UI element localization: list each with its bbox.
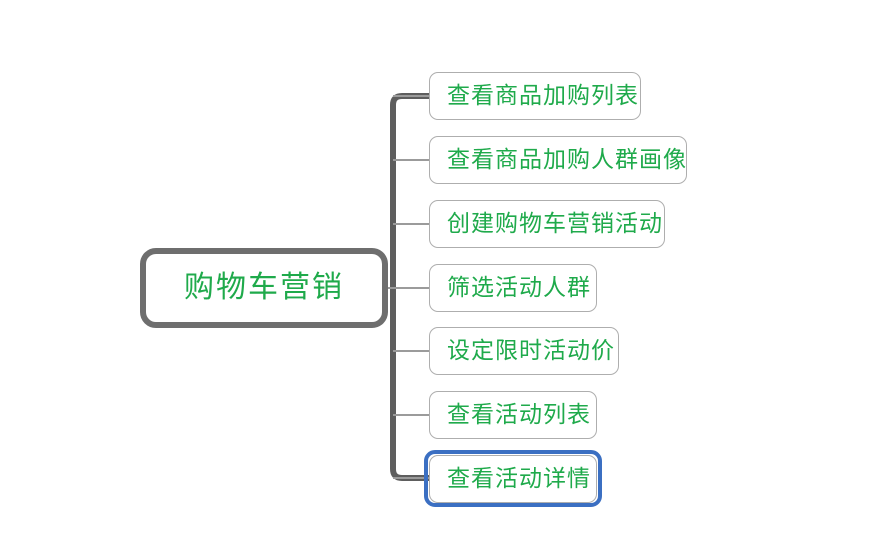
child-node-3-label: 创建购物车营销活动 <box>447 210 663 237</box>
child-node-6-label: 查看活动列表 <box>447 401 591 428</box>
child-node-5[interactable]: 设定限时活动价 <box>429 327 619 375</box>
child-node-1[interactable]: 查看商品加购列表 <box>429 72 641 120</box>
root-node-label: 购物车营销 <box>184 270 344 305</box>
child-node-7-label: 查看活动详情 <box>447 465 591 492</box>
root-node[interactable]: 购物车营销 <box>140 248 388 328</box>
child-node-1-label: 查看商品加购列表 <box>447 82 639 109</box>
child-node-4[interactable]: 筛选活动人群 <box>429 264 597 312</box>
child-node-6[interactable]: 查看活动列表 <box>429 391 597 439</box>
child-node-5-label: 设定限时活动价 <box>447 337 615 364</box>
trunk-path <box>390 93 429 481</box>
child-node-2[interactable]: 查看商品加购人群画像 <box>429 136 687 184</box>
child-node-2-label: 查看商品加购人群画像 <box>447 146 687 173</box>
child-node-3[interactable]: 创建购物车营销活动 <box>429 200 665 248</box>
selection-highlight <box>424 450 602 507</box>
child-node-4-label: 筛选活动人群 <box>447 274 591 301</box>
child-node-7[interactable]: 查看活动详情 <box>429 455 597 503</box>
